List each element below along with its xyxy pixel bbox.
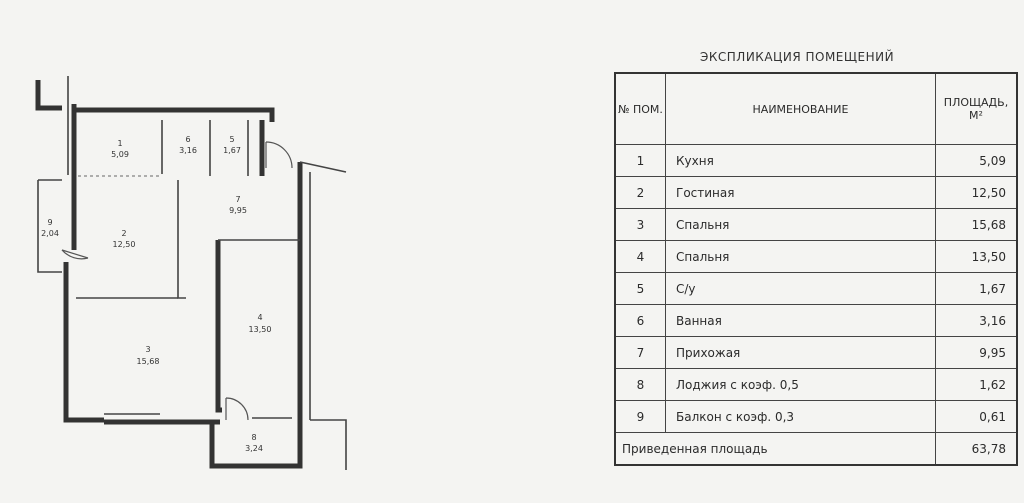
row-area: 12,50: [935, 176, 1018, 209]
explication-table: № ПОМ. НАИМЕНОВАНИЕ ПЛОЩАДЬ, М² 1 Кухня …: [614, 72, 1018, 466]
table-caption: ЭКСПЛИКАЦИЯ ПОМЕЩЕНИЙ: [700, 50, 895, 64]
plan-room-num: 4: [257, 313, 262, 322]
table-row: 8 Лоджия с коэф. 0,5 1,62: [614, 368, 1018, 401]
plan-labels: 1 5,09 2 12,50 3 15,68 4 13,50 5 1,67 6 …: [41, 135, 271, 453]
table-row: 3 Спальня 15,68: [614, 208, 1018, 241]
plan-doors: [61, 141, 293, 421]
row-name: С/у: [665, 272, 936, 305]
header-num: № ПОМ.: [614, 72, 666, 145]
table-row: 1 Кухня 5,09: [614, 144, 1018, 177]
plan-room-num: 5: [229, 135, 234, 144]
table-header-row: № ПОМ. НАИМЕНОВАНИЕ ПЛОЩАДЬ, М²: [614, 72, 1018, 145]
row-name: Прихожая: [665, 336, 936, 369]
plan-room-area: 12,50: [113, 240, 136, 249]
total-label: Приведенная площадь: [614, 432, 936, 466]
plan-room-area: 1,67: [223, 146, 241, 155]
row-num: 8: [614, 368, 666, 401]
row-name: Спальня: [665, 240, 936, 273]
table-row: 7 Прихожая 9,95: [614, 336, 1018, 369]
table-total-row: Приведенная площадь 63,78: [614, 432, 1018, 466]
row-num: 6: [614, 304, 666, 337]
total-area: 63,78: [935, 432, 1018, 466]
plan-room-num: 1: [117, 139, 122, 148]
row-num: 4: [614, 240, 666, 273]
table-row: 4 Спальня 13,50: [614, 240, 1018, 273]
plan-room-num: 9: [47, 218, 52, 227]
row-area: 15,68: [935, 208, 1018, 241]
row-area: 1,62: [935, 368, 1018, 401]
floor-plan: 1 5,09 2 12,50 3 15,68 4 13,50 5 1,67 6 …: [35, 76, 347, 470]
plan-room-area: 2,04: [41, 229, 59, 238]
row-name: Гостиная: [665, 176, 936, 209]
row-name: Балкон с коэф. 0,3: [665, 400, 936, 433]
plan-room-num: 3: [145, 345, 150, 354]
plan-room-area: 5,09: [111, 150, 129, 159]
row-area: 3,16: [935, 304, 1018, 337]
row-num: 3: [614, 208, 666, 241]
row-area: 9,95: [935, 336, 1018, 369]
table-row: 9 Балкон с коэф. 0,3 0,61: [614, 400, 1018, 433]
row-name: Кухня: [665, 144, 936, 177]
row-area: 0,61: [935, 400, 1018, 433]
plan-room-area: 3,24: [245, 444, 263, 453]
row-num: 9: [614, 400, 666, 433]
table-row: 2 Гостиная 12,50: [614, 176, 1018, 209]
plan-room-area: 9,95: [229, 206, 247, 215]
plan-room-area: 13,50: [249, 325, 272, 334]
row-area: 5,09: [935, 144, 1018, 177]
table-row: 5 С/у 1,67: [614, 272, 1018, 305]
row-area: 1,67: [935, 272, 1018, 305]
plan-room-num: 8: [251, 433, 256, 442]
plan-room-area: 15,68: [137, 357, 160, 366]
plan-room-area: 3,16: [179, 146, 197, 155]
table-row: 6 Ванная 3,16: [614, 304, 1018, 337]
row-num: 1: [614, 144, 666, 177]
header-name: НАИМЕНОВАНИЕ: [665, 72, 936, 145]
row-area: 13,50: [935, 240, 1018, 273]
plan-walls: [35, 76, 347, 470]
row-num: 7: [614, 336, 666, 369]
row-name: Ванная: [665, 304, 936, 337]
plan-room-num: 7: [235, 195, 240, 204]
plan-room-num: 6: [185, 135, 190, 144]
row-num: 2: [614, 176, 666, 209]
plan-room-num: 2: [121, 229, 126, 238]
header-area: ПЛОЩАДЬ, М²: [935, 72, 1018, 145]
row-name: Спальня: [665, 208, 936, 241]
row-num: 5: [614, 272, 666, 305]
row-name: Лоджия с коэф. 0,5: [665, 368, 936, 401]
